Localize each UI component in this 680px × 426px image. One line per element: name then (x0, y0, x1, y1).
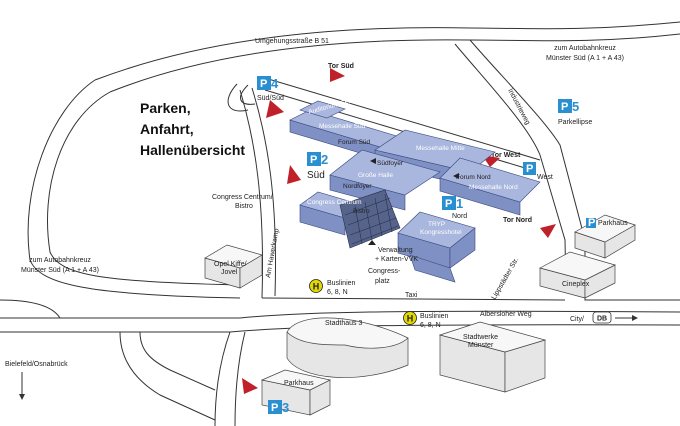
parking-p1-number: 1 (456, 196, 463, 211)
hall-label-messehalle-mitte: Messehalle Mitte (416, 145, 465, 152)
label-opel-1: Opel Kiffe/ (214, 261, 247, 268)
parking-p3: P 3 (268, 400, 289, 415)
hall-label-kongresshotel: Kongresshotel (420, 229, 462, 236)
direction-autobahn-east-1: zum Autobahnkreuz (554, 45, 616, 52)
parking-p2-label: Süd (307, 170, 325, 181)
db-label: DB (597, 316, 607, 323)
hall-label-suedfoyer: Südfoyer (377, 160, 404, 167)
parking-p5-number: 5 (572, 99, 579, 114)
parking-p4-number: 4 (271, 76, 279, 91)
foyer-pointer-arrows (368, 158, 459, 245)
parking-p3-number: 3 (282, 400, 289, 415)
bus-stop-2-label: Buslinien (420, 313, 449, 320)
label-parkhaus-right: Parkhaus (598, 220, 628, 227)
parking-parkhaus-right-icon: P (588, 217, 595, 229)
entry-arrow-tor-nord-icon (540, 224, 556, 238)
hall-label-forum-sued: Forum Süd (338, 139, 371, 146)
direction-autobahn-west-1: zum Autobahnkreuz (29, 257, 91, 264)
exhibition-halls (289, 100, 541, 283)
other-buildings (204, 214, 636, 416)
label-stadtwerke-2: Münster (468, 342, 494, 349)
parking-p1: P 1 Nord (442, 196, 467, 220)
hall-label-tryp: TRYP (428, 221, 445, 228)
map-title-line2: Anfahrt, (140, 121, 194, 137)
parking-p2-number: 2 (321, 152, 328, 167)
label-cc-bistro-1: Congress Centrum/ (212, 194, 273, 201)
parking-p4-icon: P (260, 78, 267, 90)
direction-city: City/ (570, 316, 584, 323)
parking-p4: P 4 Süd/Süd (257, 76, 284, 102)
parking-west-icon: P (526, 163, 533, 175)
gate-label-nord: Tor Nord (503, 217, 532, 224)
direction-autobahn-east-2: Münster Süd (A 1 + A 43) (546, 55, 624, 62)
road-label-lippstaedter: Lippstädter Str. (491, 257, 521, 301)
bus-stop-2: H Buslinien 6, 8, N (403, 311, 449, 329)
map-title-line1: Parken, (140, 100, 191, 116)
label-verwaltung-2: + Karten-VVK (375, 256, 418, 263)
parking-p1-label: Nord (452, 213, 467, 220)
parking-p5-icon: P (561, 101, 568, 113)
bus-stop-icon-2: H (407, 314, 414, 324)
label-congressplatz-2: platz (375, 278, 390, 285)
parking-p3-icon: P (271, 402, 278, 414)
hall-label-grosse-halle: Große Halle (358, 172, 393, 179)
bus-stop-icon: H (313, 282, 320, 292)
gate-label-west: Tor West (491, 152, 521, 159)
parking-p1-icon: P (445, 198, 452, 210)
hall-label-congress-centrum: Congress Centrum (307, 199, 362, 206)
label-cc-bistro-2: Bistro (235, 203, 253, 210)
bus-stop-1-lines: 6, 8, N (327, 289, 348, 296)
entry-arrow-p3-icon (242, 378, 258, 394)
bus-stop-1: H Buslinien 6, 8, N (309, 279, 356, 296)
hall-label-bistro: Bistro (353, 208, 370, 215)
parking-p5: P 5 Parkellipse (558, 99, 592, 126)
road-label-b51: Umgehungsstraße B 51 (255, 38, 329, 45)
parking-p5-label: Parkellipse (558, 119, 592, 126)
direction-autobahn-west-2: Münster Süd (A 1 + A 43) (21, 267, 99, 274)
parking-p4-label: Süd/Süd (257, 95, 284, 102)
parking-p2-icon: P (310, 154, 317, 166)
label-congressplatz-1: Congress- (368, 268, 401, 275)
entry-arrow-tor-sued-icon (330, 68, 345, 82)
road-label-albersloher: Albersloher Weg (480, 311, 532, 318)
entry-arrow-p2-icon (287, 165, 301, 184)
label-stadtwerke-1: Stadtwerke (463, 334, 498, 341)
gate-label-sued: Tor Süd (328, 63, 354, 70)
label-parkhaus-bottom: Parkhaus (284, 380, 314, 387)
db-badge (592, 311, 612, 324)
hall-label-forum-nord: Forum Nord (456, 174, 491, 181)
parking-west: P West (523, 162, 553, 181)
label-opel-2: Jovel (221, 269, 238, 276)
road-label-am-hawerkamp: Am Hawerkamp (265, 228, 281, 278)
bus-stop-1-label: Buslinien (327, 280, 356, 287)
entry-arrow-p4-icon (266, 100, 284, 118)
label-cineplex: Cineplex (562, 281, 590, 288)
parking-west-label: West (537, 174, 553, 181)
hall-label-nordfoyer: Nordfoyer (343, 183, 372, 190)
direction-bielefeld: Bielefeld/Osnabrück (5, 361, 68, 368)
parking-p2: P 2 Süd (307, 152, 328, 181)
road-label-taxi: Taxi (405, 292, 418, 299)
hall-label-messehalle-nord: Messehalle Nord (469, 184, 518, 191)
hall-label-messehalle-sued: Messehalle Süd (319, 123, 366, 130)
label-stadthaus: Stadthaus 3 (325, 320, 362, 327)
label-verwaltung-1: Verwaltung (378, 247, 413, 254)
parking-parkhaus-right: P (586, 217, 596, 229)
bus-stop-2-lines: 6, 8, N (420, 322, 441, 329)
map-title-line3: Hallenübersicht (140, 142, 245, 158)
